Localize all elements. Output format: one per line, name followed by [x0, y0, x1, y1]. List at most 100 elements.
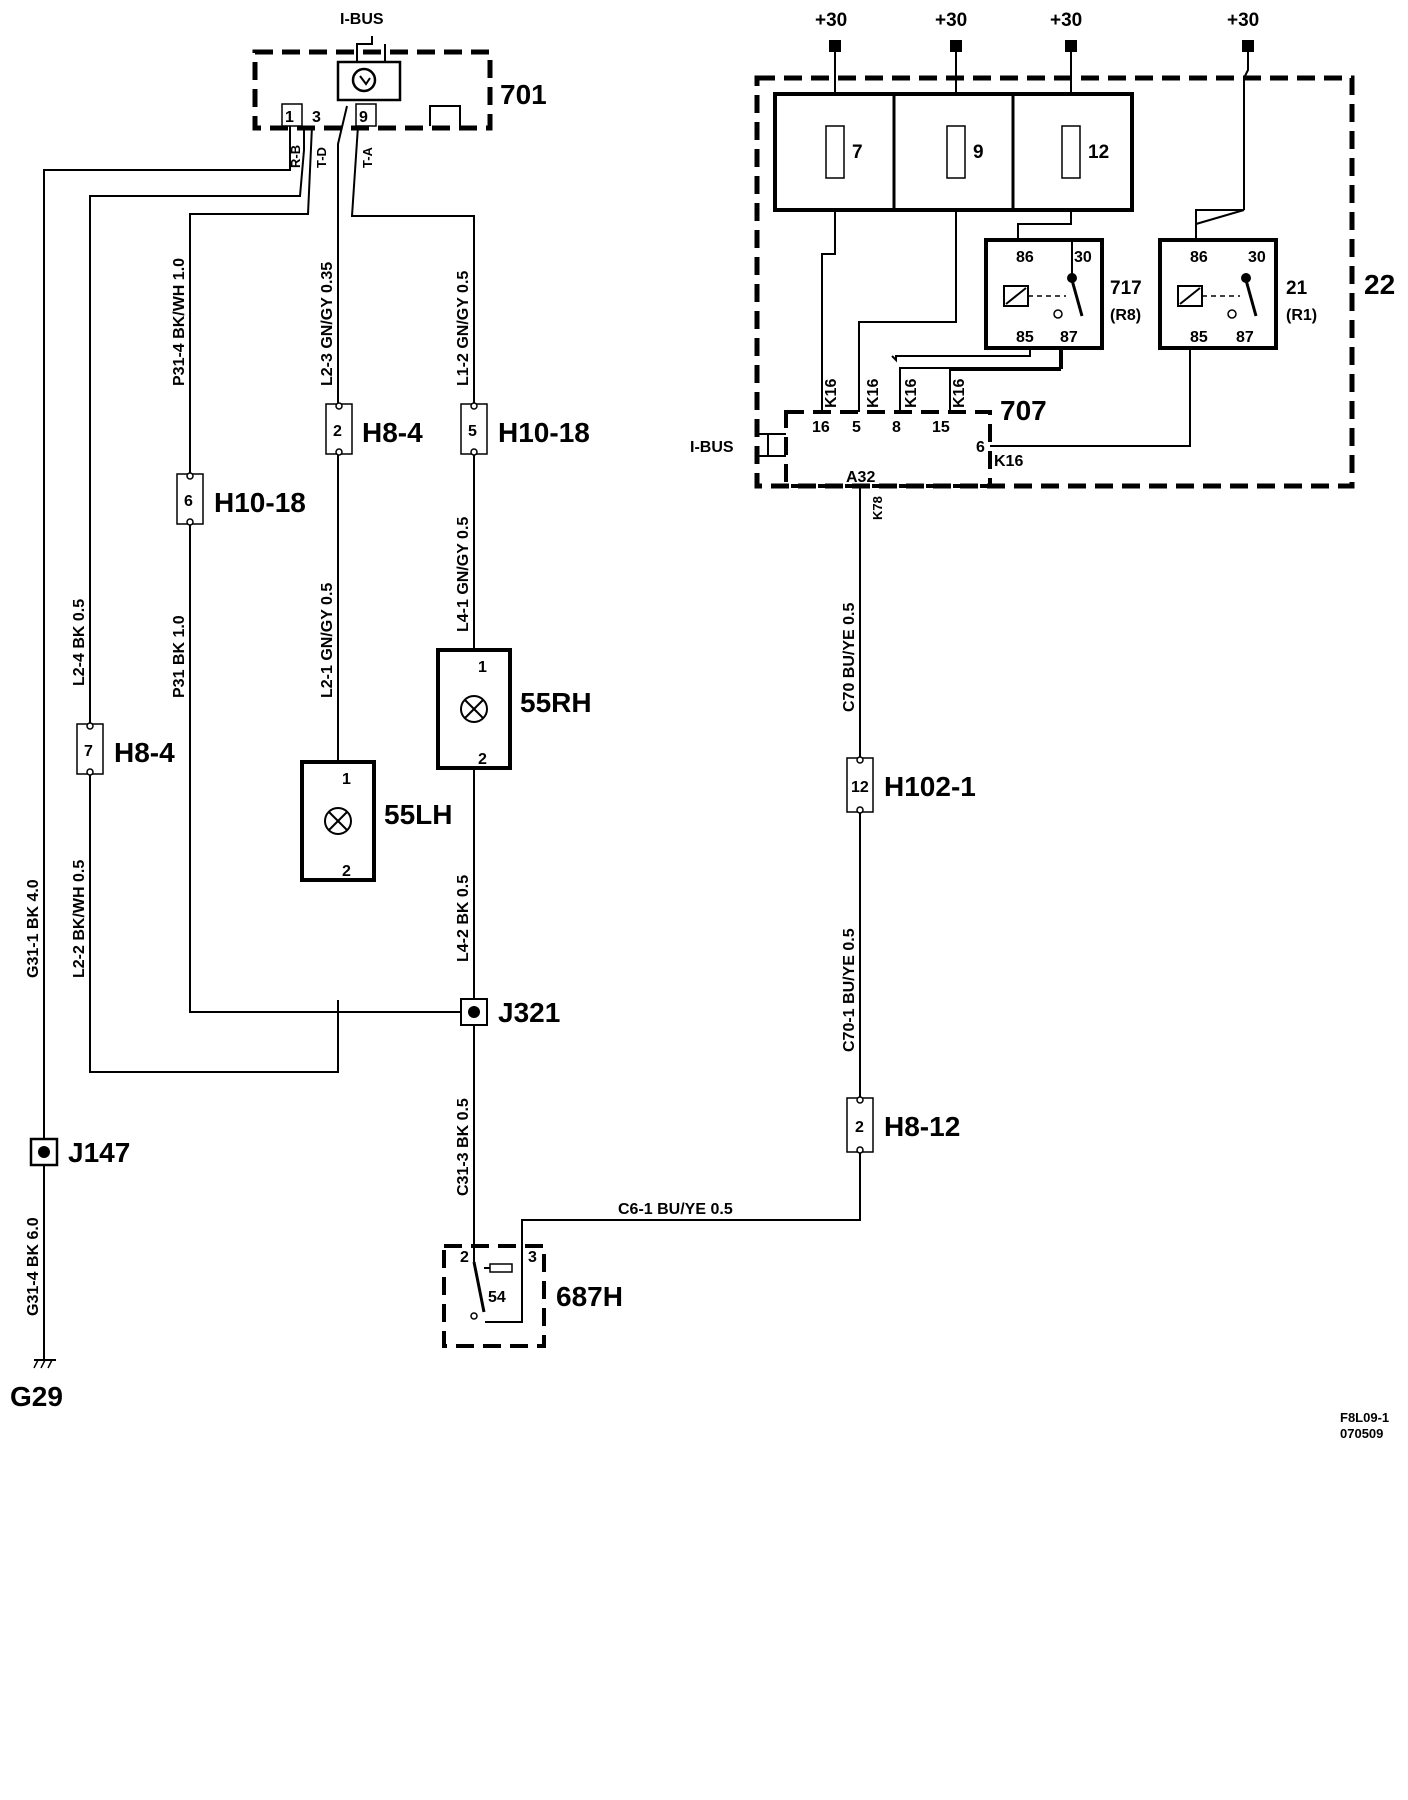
svg-text:6: 6	[184, 493, 193, 510]
pin-label: 3	[312, 109, 321, 126]
a32-label: A32	[846, 469, 875, 486]
connector-h10-18-pin6: 6 H10-18	[176, 472, 306, 526]
fuse-box-label: 22	[1364, 269, 1395, 300]
connector-h10-18-pin5: 5 H10-18	[460, 402, 590, 456]
svg-text:87: 87	[1236, 329, 1254, 346]
ref-date: 070509	[1340, 1426, 1383, 1441]
k16-labels: K16 K16 K16 K16 K16	[823, 379, 1023, 470]
svg-text:+30: +30	[935, 10, 967, 31]
fuse-7: 7	[852, 142, 863, 163]
svg-text:86: 86	[1190, 249, 1208, 266]
svg-text:2: 2	[478, 751, 487, 768]
left-wiring	[43, 105, 475, 1360]
lamp-label: 55RH	[520, 687, 592, 718]
svg-text:+30: +30	[1050, 10, 1082, 31]
svg-text:30: 30	[1074, 249, 1092, 266]
right-wiring: C70 BU/YE 0.5 C70-1 BU/YE 0.5 C6-1 BU/YE…	[521, 486, 861, 1262]
pin-label: 1	[285, 109, 294, 126]
plus30-feeds: +30 +30 +30 +30	[815, 10, 1259, 210]
relay-717: 86 30 85 87 717 (R8)	[984, 238, 1142, 350]
wire-label: L4-2 BK 0.5	[455, 875, 472, 962]
wire-label: L2-1 GN/GY 0.5	[319, 583, 336, 698]
svg-text:2: 2	[855, 1119, 864, 1136]
wire-label: P31-4 BK/WH 1.0	[171, 258, 188, 386]
ground-g29: G29	[10, 1359, 63, 1412]
ref-code: F8L09-1	[1340, 1410, 1389, 1425]
fuse-9: 9	[973, 142, 984, 163]
svg-text:K16: K16	[994, 453, 1023, 470]
splice-label: J147	[68, 1137, 130, 1168]
splice-label: J321	[498, 997, 560, 1028]
wire-label: L2-4 BK 0.5	[71, 599, 88, 686]
wire-label: L4-1 GN/GY 0.5	[455, 517, 472, 632]
fuse-box-22: 22	[754, 75, 1395, 489]
wire-label: L1-2 GN/GY 0.5	[455, 271, 472, 386]
module-701: I-BUS 701 1 3 9 R-B T-D T-A	[252, 11, 547, 168]
connector-h8-4-pin2: 2 H8-4	[325, 402, 423, 456]
wire-label: L2-2 BK/WH 0.5	[71, 860, 88, 978]
svg-text:8: 8	[892, 419, 901, 436]
lamp-55rh: 1 2 55RH	[436, 648, 592, 770]
connector-label: H8-4	[114, 737, 175, 768]
svg-text:30: 30	[1248, 249, 1266, 266]
i-bus-top-label: I-BUS	[340, 11, 384, 28]
svg-text:6: 6	[976, 439, 985, 456]
svg-text:3: 3	[528, 1249, 537, 1266]
i-bus-left-label: I-BUS	[690, 439, 734, 456]
switch-687h: 2 3 54 687H	[442, 1220, 623, 1348]
relay-sub: (R1)	[1286, 307, 1317, 324]
fuse-12: 12	[1088, 142, 1109, 163]
connector-label: H102-1	[884, 771, 976, 802]
wire-label: L2-3 GN/GY 0.35	[319, 262, 336, 386]
switch-label: 687H	[556, 1281, 623, 1312]
wire-label: P31 BK 1.0	[171, 615, 188, 698]
ground-label: G29	[10, 1381, 63, 1412]
wire-label: C31-3 BK 0.5	[455, 1098, 472, 1196]
svg-text:2: 2	[333, 423, 342, 440]
module-701-label: 701	[500, 79, 547, 110]
wire-code: T-D	[314, 147, 329, 168]
switch-code: 54	[488, 1289, 506, 1306]
svg-text:1: 1	[478, 659, 487, 676]
reference-code: F8L09-1 070509	[1340, 1410, 1389, 1441]
fuse-block: 7 9 12	[773, 92, 1134, 212]
svg-text:12: 12	[851, 779, 869, 796]
svg-text:15: 15	[932, 419, 950, 436]
svg-text:1: 1	[342, 771, 351, 788]
k78-label: K78	[870, 496, 885, 520]
module-707-label: 707	[1000, 395, 1047, 426]
left-wire-labels: P31-4 BK/WH 1.0 L2-3 GN/GY 0.35 L1-2 GN/…	[25, 258, 472, 1316]
connector-label: H8-4	[362, 417, 423, 448]
svg-text:7: 7	[84, 743, 93, 760]
wire-label: C70-1 BU/YE 0.5	[841, 928, 858, 1052]
lamp-label: 55LH	[384, 799, 452, 830]
svg-text:85: 85	[1190, 329, 1208, 346]
connector-h8-12-pin2: 2 H8-12	[846, 1096, 960, 1154]
relay-id: 21	[1286, 278, 1308, 299]
svg-text:85: 85	[1016, 329, 1034, 346]
relay-21: 86 30 85 87 21 (R1)	[1158, 238, 1317, 350]
svg-text:16: 16	[812, 419, 830, 436]
connector-h102-1-pin12: 12 H102-1	[846, 756, 976, 814]
wire-label: G31-4 BK 6.0	[25, 1217, 42, 1316]
wire-label: G31-1 BK 4.0	[25, 879, 42, 978]
connector-label: H8-12	[884, 1111, 960, 1142]
module-707: 707 16 5 8 15 6 A32 I-BUS K78	[690, 395, 1047, 520]
relay-id: 717	[1110, 278, 1142, 299]
svg-text:2: 2	[460, 1249, 469, 1266]
pin-label: 9	[359, 109, 368, 126]
svg-text:K16: K16	[865, 379, 882, 408]
connector-label: H10-18	[214, 487, 306, 518]
svg-text:+30: +30	[815, 10, 847, 31]
wire-label: C6-1 BU/YE 0.5	[618, 1201, 733, 1218]
svg-text:K16: K16	[951, 379, 968, 408]
svg-text:K16: K16	[823, 379, 840, 408]
wire-label: C70 BU/YE 0.5	[841, 603, 858, 712]
svg-text:86: 86	[1016, 249, 1034, 266]
svg-text:5: 5	[852, 419, 861, 436]
lamp-55lh: 1 2 55LH	[300, 760, 452, 882]
svg-text:2: 2	[342, 863, 351, 880]
svg-text:+30: +30	[1227, 10, 1259, 31]
splice-j147: J147	[29, 1137, 130, 1168]
